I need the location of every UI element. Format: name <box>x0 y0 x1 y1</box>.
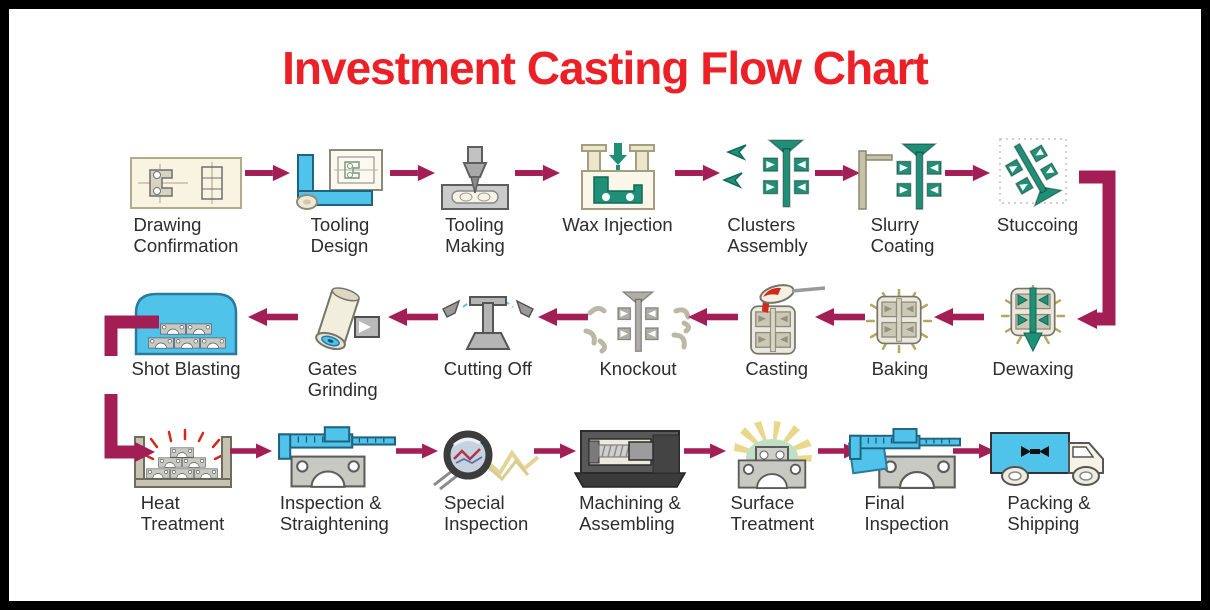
furnace-tray-icon <box>127 413 239 489</box>
flow-arrow-left <box>535 279 590 355</box>
lsquare-ruler-icon <box>290 135 390 211</box>
glowing-part-icon <box>722 413 822 489</box>
step-label: Special Inspection <box>443 492 529 535</box>
step-packing-shipping: Packing & Shipping <box>989 413 1104 535</box>
flow-arrow-right <box>533 413 576 489</box>
flow-arrow-right <box>675 135 720 211</box>
flow-arrow-right <box>245 135 290 211</box>
flow-arrow-left <box>932 279 987 355</box>
step-clusters-assembly: Clusters Assembly <box>720 135 815 257</box>
step-label: Stuccoing <box>996 214 1079 235</box>
step-drawing-confirmation: Drawing Confirmation <box>127 135 245 257</box>
step-knockout: Knockout <box>583 279 692 379</box>
step-label: Baking <box>871 358 929 379</box>
step-surface-treatment: Surface Treatment <box>726 413 818 535</box>
step-label: Cutting Off <box>443 358 532 379</box>
flow-arrow-right <box>815 135 860 211</box>
step-label: Tooling Making <box>445 214 505 257</box>
page-title: Investment Casting Flow Chart <box>282 42 929 94</box>
shell-knockout-icon <box>582 279 694 355</box>
step-label: Surface Treatment <box>730 492 815 535</box>
process-row-1: Drawing Confirmation <box>127 133 1085 257</box>
wax-press-icon <box>572 135 664 211</box>
grinding-wheel-icon <box>299 279 387 355</box>
step-machining-assembling: Machining & Assembling <box>573 413 687 535</box>
melting-wax-mold-icon <box>989 279 1077 355</box>
caliper-part-icon <box>272 413 397 489</box>
step-tooling-design: Tooling Design <box>290 135 390 257</box>
step-gates-grinding: Gates Grinding <box>300 279 385 401</box>
flow-arrow-right <box>396 413 439 489</box>
step-cutting-off: Cutting Off <box>440 279 535 379</box>
step-label: Final Inspection <box>864 492 949 535</box>
step-label: Slurry Coating <box>870 214 935 257</box>
step-wax-injection: Wax Injection <box>560 135 675 235</box>
step-baking: Baking <box>865 279 933 379</box>
flow-arrow-right <box>952 413 995 489</box>
step-label: Casting <box>745 358 809 379</box>
step-label: Gates Grinding <box>307 358 378 401</box>
step-final-inspection: Final Inspection <box>847 413 961 535</box>
step-label: Inspection & Straightening <box>279 492 389 535</box>
flow-arrow-right <box>515 135 560 211</box>
flow-arrow-left <box>813 279 868 355</box>
blast-chamber-icon <box>130 279 242 356</box>
flow-arrow-right <box>945 135 990 211</box>
heated-mold-icon <box>858 279 942 355</box>
cutting-tool-icon <box>439 279 537 355</box>
tilted-tree-icon <box>992 133 1084 211</box>
flow-arrow-right <box>390 135 435 211</box>
step-shot-blasting: Shot Blasting <box>127 279 245 379</box>
step-label: Packing & Shipping <box>1007 492 1091 535</box>
step-label: Clusters Assembly <box>727 214 808 257</box>
step-label: Drawing Confirmation <box>133 214 239 257</box>
flow-arrow-right <box>230 413 273 489</box>
step-label: Dewaxing <box>992 358 1074 379</box>
step-special-inspection: Special Inspection <box>433 413 540 535</box>
step-heat-treatment: Heat Treatment <box>133 413 232 535</box>
flow-arrow-left <box>245 279 300 355</box>
process-row-3: Heat Treatment Inspection & Straightenin… <box>133 413 1104 535</box>
flow-arrow-right <box>684 413 727 489</box>
step-label: Shot Blasting <box>131 358 241 379</box>
step-label: Knockout <box>599 358 677 379</box>
step-label: Heat Treatment <box>140 492 225 535</box>
step-tooling-making: Tooling Making <box>435 135 515 257</box>
step-dewaxing: Dewaxing <box>987 279 1079 379</box>
step-slurry-coating: Slurry Coating <box>857 135 945 257</box>
step-casting: Casting <box>741 279 825 379</box>
pouring-ladle-icon <box>725 279 829 355</box>
flow-arrow-left <box>686 279 741 355</box>
cnc-machine-icon <box>569 413 691 489</box>
step-stuccoing: Stuccoing <box>990 133 1085 235</box>
caliper-final-icon <box>847 413 965 489</box>
magnifier-icon <box>430 413 542 491</box>
press-drill-icon <box>434 135 516 211</box>
flow-arrow-left <box>385 279 440 355</box>
delivery-truck-icon <box>987 413 1111 489</box>
step-label: Tooling Design <box>310 214 370 257</box>
process-row-2: Shot Blasting Gates Grin <box>127 279 1079 401</box>
tree-dipping-stand-icon <box>855 135 951 211</box>
step-label: Machining & Assembling <box>579 492 681 535</box>
step-label: Wax Injection <box>562 214 673 235</box>
step-inspection-straightening: Inspection & Straightening <box>272 413 397 535</box>
wax-tree-parts-icon <box>720 135 816 211</box>
technical-drawing-icon <box>130 135 242 211</box>
